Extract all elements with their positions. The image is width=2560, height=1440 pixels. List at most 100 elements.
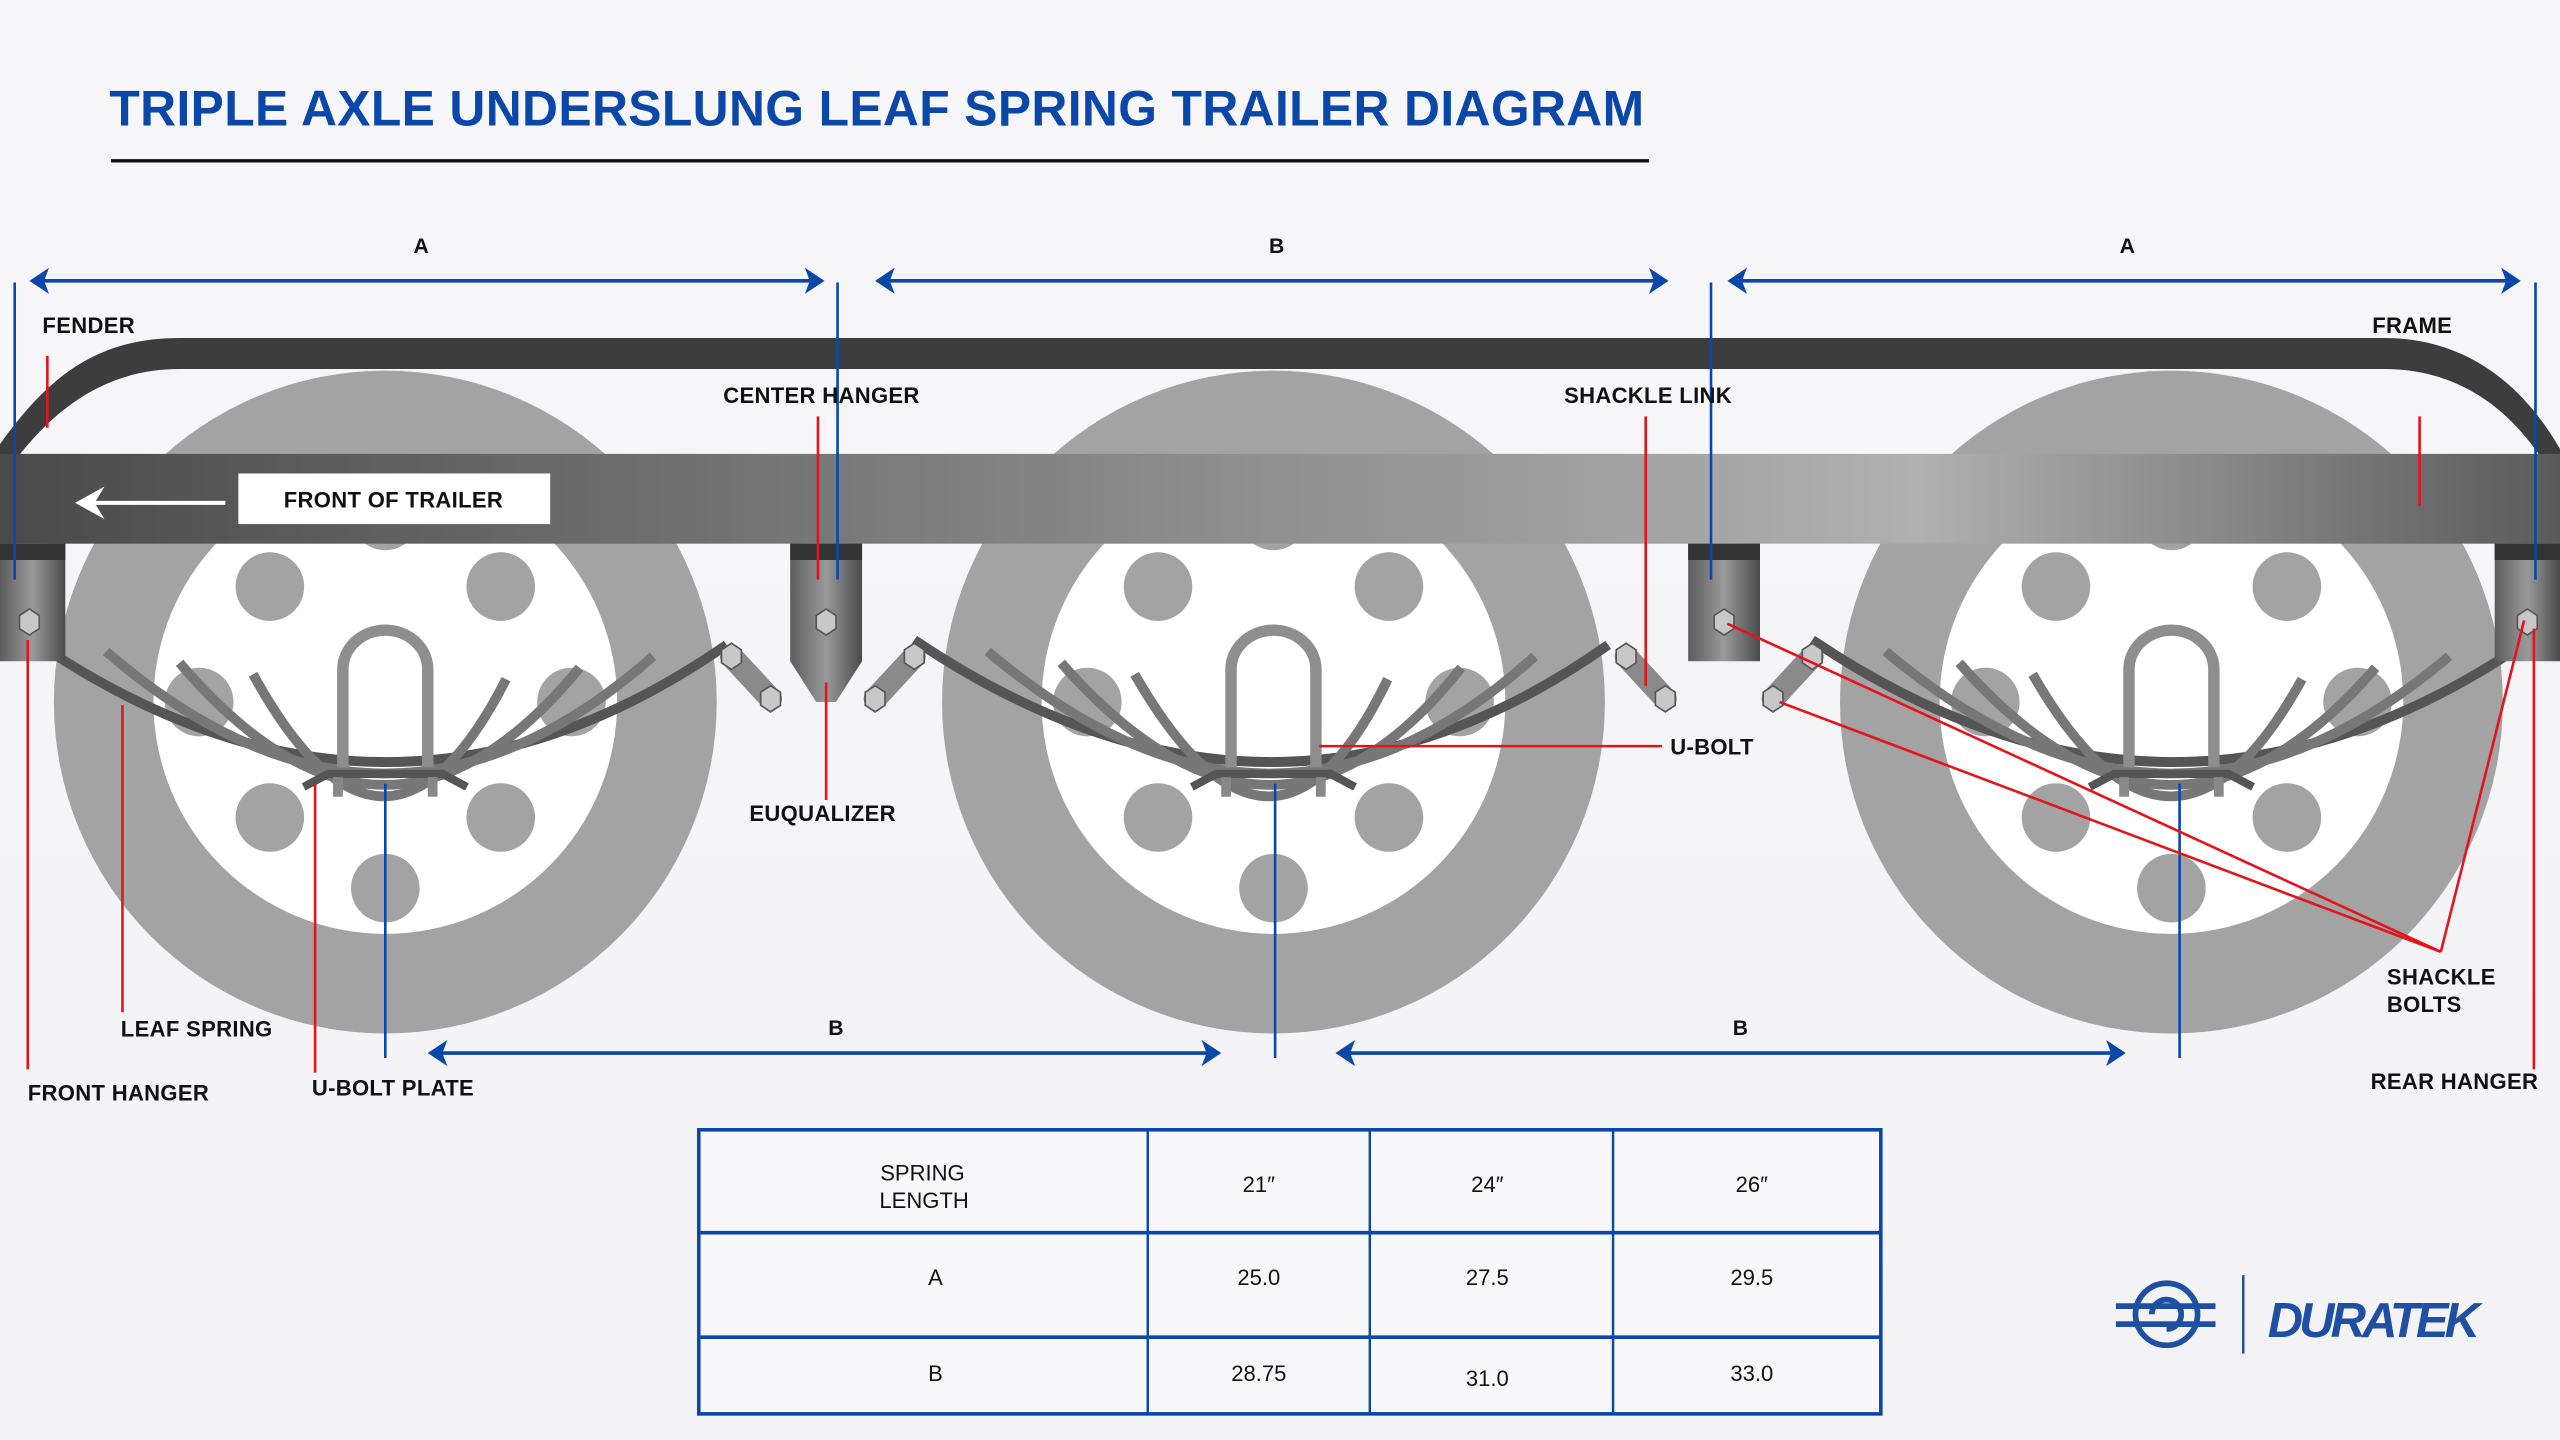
lug-hole xyxy=(1354,783,1424,852)
label-shackle-bolts: SHACKLE xyxy=(2387,964,2496,989)
hex-bolt-icon xyxy=(815,608,837,637)
leaf-springs xyxy=(29,624,2526,802)
table-row: A 25.0 27.5 29.5 xyxy=(928,1265,1773,1290)
hex-bolt-icon xyxy=(864,684,886,713)
nut xyxy=(1221,777,1232,797)
nut xyxy=(1315,777,1326,797)
label-front-hanger: FRONT HANGER xyxy=(28,1080,209,1105)
table-cell: 29.5 xyxy=(1730,1265,1773,1290)
table-header-26: 26″ xyxy=(1736,1172,1769,1197)
dimension-arrow-b xyxy=(875,267,1669,294)
table-cell: 27.5 xyxy=(1466,1265,1509,1290)
dimension-label-b: B xyxy=(828,1017,843,1040)
u-bolt-plate xyxy=(1189,769,1358,791)
logo-brand-text: DURATEK xyxy=(2268,1294,2484,1348)
duratek-emblem-icon xyxy=(2115,1280,2216,1349)
dimension-arrow-a xyxy=(1727,267,2521,294)
dimension-arrow-a xyxy=(29,267,825,294)
spring-leaf xyxy=(1809,635,2526,767)
component-labels: FENDER CENTER HANGER SHACKLE LINK FRAME … xyxy=(28,313,2538,1105)
lug-hole xyxy=(2252,783,2322,852)
label-shackle-bolts: BOLTS xyxy=(2387,992,2462,1017)
table-cell: B xyxy=(928,1361,943,1386)
table-row: B 28.75 31.0 33.0 xyxy=(928,1361,1773,1391)
fender xyxy=(0,337,2560,490)
u-bolt xyxy=(1225,624,1322,768)
label-rear-hanger: REAR HANGER xyxy=(2371,1069,2539,1094)
spring-leaf xyxy=(175,659,584,790)
dimension-label-a: A xyxy=(2120,235,2135,258)
front-hanger xyxy=(0,543,66,662)
lug-hole xyxy=(466,552,536,621)
dimension-label-a: A xyxy=(414,235,429,258)
bottom-dimensions: B B xyxy=(427,1017,2126,1067)
nut xyxy=(2119,777,2129,797)
hex-bolt-icon xyxy=(1762,684,1784,713)
label-shackle-link: SHACKLE LINK xyxy=(1564,383,1732,408)
table-header-spring: SPRING xyxy=(880,1160,964,1185)
hex-bolt-icon xyxy=(1713,608,1735,637)
duratek-logo: DURATEK xyxy=(2115,1275,2484,1354)
table-header-24: 24″ xyxy=(1471,1172,1504,1197)
label-leaf-spring: LEAF SPRING xyxy=(121,1017,273,1042)
hex-bolt-icon xyxy=(759,684,782,713)
label-frame: FRAME xyxy=(2372,313,2452,338)
label-fender: FENDER xyxy=(42,313,135,338)
hex-bolt-icon xyxy=(1654,684,1677,713)
dimension-label-b: B xyxy=(1269,235,1284,258)
lug-hole xyxy=(235,552,305,621)
front-of-trailer-label: FRONT OF TRAILER xyxy=(284,488,503,513)
label-u-bolt: U-BOLT xyxy=(1670,734,1754,759)
shackle-hanger xyxy=(1688,543,1760,662)
nut xyxy=(333,777,343,797)
leaf-spring xyxy=(911,624,1611,802)
label-u-bolt-plate: U-BOLT PLATE xyxy=(312,1076,474,1101)
spring-leaf xyxy=(1057,659,1466,790)
top-dimensions: A B A xyxy=(29,235,2521,294)
lug-hole xyxy=(2137,853,2206,923)
nut xyxy=(2213,777,2224,797)
u-bolt xyxy=(2123,624,2220,768)
table-cell: A xyxy=(928,1265,943,1290)
table-cell: 25.0 xyxy=(1237,1265,1280,1290)
hex-bolt-icon xyxy=(18,608,41,637)
shackle-bolts xyxy=(18,608,2539,713)
dimension-label-b: B xyxy=(1733,1017,1748,1040)
hex-bolt-icon xyxy=(903,642,925,671)
lug-hole xyxy=(1239,853,1308,923)
dimension-arrow-b xyxy=(1335,1040,2126,1067)
spring-leaf xyxy=(1130,671,1393,802)
spring-leaf xyxy=(1955,659,2380,790)
page-title: TRIPLE AXLE UNDERSLUNG LEAF SPRING TRAIL… xyxy=(109,81,1644,137)
lug-hole xyxy=(2021,552,2091,621)
spring-leaf xyxy=(29,635,730,767)
hex-bolt-icon xyxy=(1801,642,1823,671)
hangers xyxy=(0,543,2560,703)
lug-hole xyxy=(1354,552,1424,621)
lug-hole xyxy=(1123,783,1193,852)
leaf-spring xyxy=(29,624,730,802)
lug-hole xyxy=(2021,783,2091,852)
lug-hole xyxy=(466,783,536,852)
spring-leaf xyxy=(911,635,1611,767)
table-cell: 28.75 xyxy=(1231,1361,1286,1386)
nut xyxy=(427,777,438,797)
u-bolt-plate xyxy=(301,769,469,791)
reference-lines xyxy=(13,282,2537,1058)
dimension-arrow-b xyxy=(427,1040,1222,1067)
callout-lines xyxy=(26,355,2536,1073)
label-equalizer: EUQUALIZER xyxy=(749,801,895,826)
lug-hole xyxy=(2252,552,2322,621)
leaf-spring xyxy=(1809,624,2526,802)
table-header-length: LENGTH xyxy=(879,1188,968,1213)
spring-leaf xyxy=(248,671,511,802)
rear-hanger xyxy=(2494,543,2560,662)
spring-leaf xyxy=(2028,671,2307,802)
table-cell: 31.0 xyxy=(1466,1366,1509,1391)
table-header-21: 21″ xyxy=(1243,1172,1276,1197)
table-cell: 33.0 xyxy=(1730,1361,1773,1386)
spring-length-table: SPRING LENGTH 21″ 24″ 26″ A 25.0 27.5 29… xyxy=(696,1128,1883,1416)
u-bolt xyxy=(337,624,434,768)
lug-hole xyxy=(235,783,305,852)
lug-hole xyxy=(1123,552,1193,621)
